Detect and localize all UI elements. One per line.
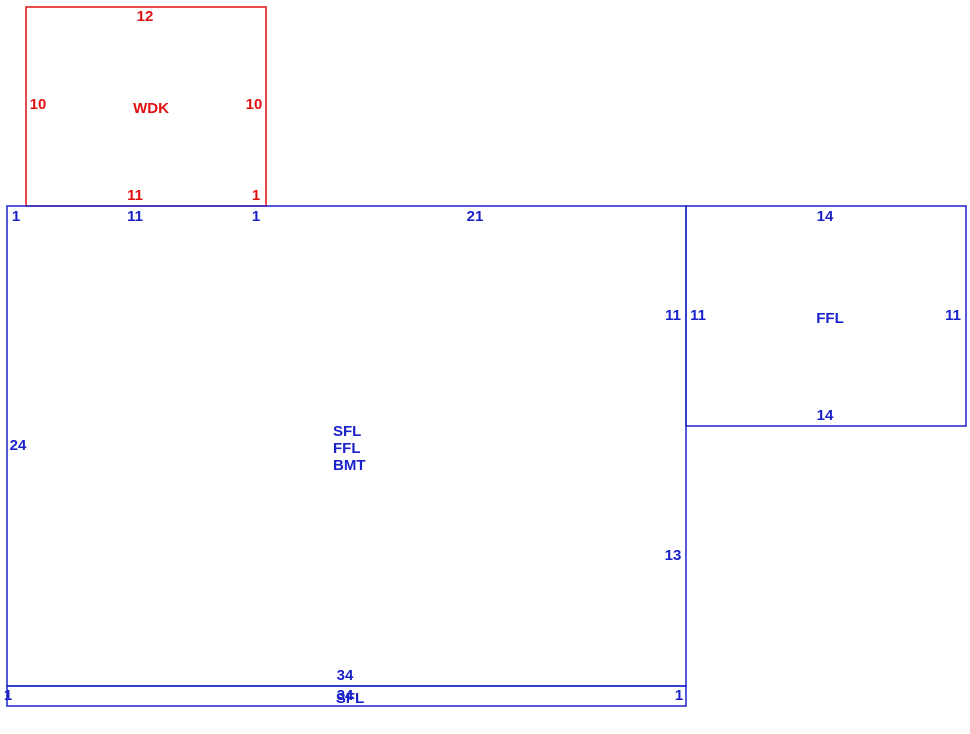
- ffl-bottom-dimension: 14: [817, 407, 834, 424]
- strip-left-dimension: 1: [4, 687, 12, 704]
- wdk-top-dimension: 12: [137, 8, 154, 25]
- strip-top-dimension: 34: [337, 687, 354, 704]
- main-right-lower-dimension: 13: [665, 547, 682, 564]
- main-area-label-ffl: FFL: [333, 440, 361, 457]
- sfl-strip-area[interactable]: 1 34 SFL 1: [4, 685, 687, 707]
- sfl-strip-outline: [6, 685, 687, 707]
- wdk-left-dimension: 10: [30, 96, 47, 113]
- wdk-area[interactable]: 12 10 10 WDK 11 1: [25, 6, 267, 207]
- main-top-long-dimension: 21: [467, 208, 484, 225]
- main-top-offset-dimension: 1: [252, 208, 260, 225]
- main-top-left-offset-dimension: 1: [12, 208, 20, 225]
- ffl-addition-outline: [685, 205, 967, 427]
- main-bottom-dimension: 34: [337, 667, 354, 684]
- ffl-left-dimension: 11: [690, 307, 706, 324]
- wdk-area-label: WDK: [133, 100, 169, 117]
- ffl-top-dimension: 14: [817, 208, 834, 225]
- main-area-label-bmt: BMT: [333, 457, 366, 474]
- main-area[interactable]: 1 11 1 21 11 24 SFL FFL BMT 13 34: [6, 205, 687, 687]
- main-top-segment-dimension: 11: [127, 208, 143, 225]
- ffl-area-label: FFL: [816, 310, 844, 327]
- wdk-bottom-offset-dimension: 1: [252, 187, 260, 204]
- main-area-label-sfl: SFL: [333, 423, 361, 440]
- main-left-dimension: 24: [10, 437, 27, 454]
- strip-area-label: SFL: [336, 690, 364, 707]
- wdk-right-dimension: 10: [246, 96, 263, 113]
- wdk-bottom-dimension: 11: [127, 187, 143, 204]
- strip-right-dimension: 1: [675, 687, 683, 704]
- main-right-upper-dimension: 11: [665, 307, 681, 324]
- ffl-right-dimension: 11: [945, 307, 961, 324]
- ffl-addition-area[interactable]: 14 11 FFL 11 14: [685, 205, 967, 427]
